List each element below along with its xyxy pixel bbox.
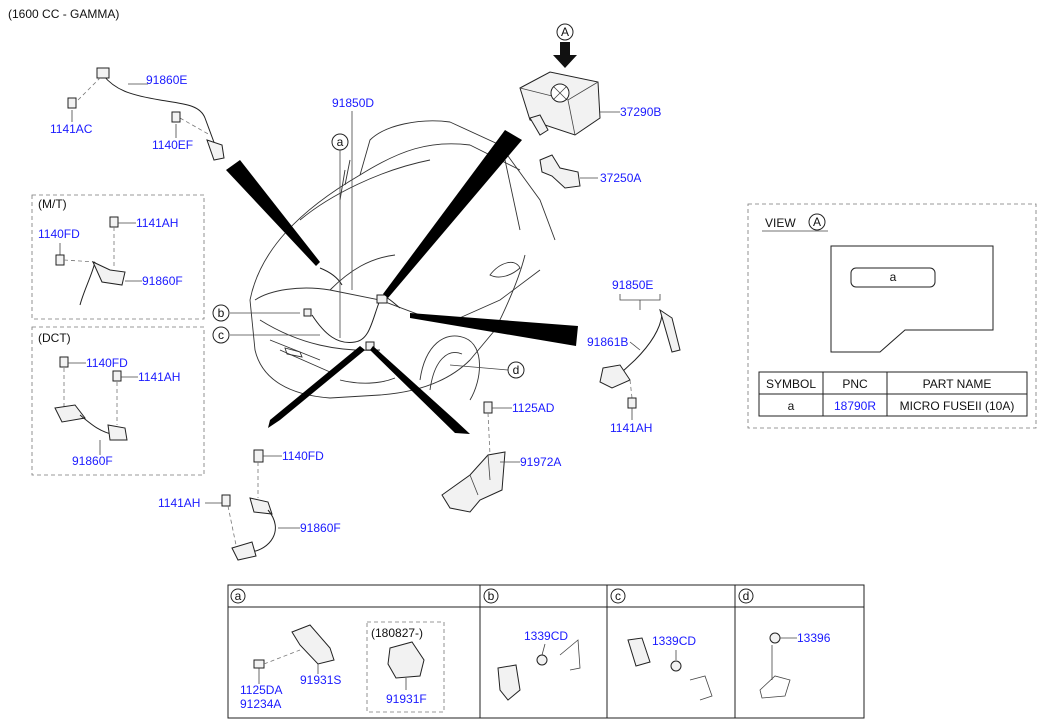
part-label-13396[interactable]: 13396 <box>797 631 831 645</box>
cable-91860E-group: 91860E 1141AC 1140EF <box>50 67 225 161</box>
part-label-91850D[interactable]: 91850D <box>332 96 374 110</box>
part-label-91860F-dct[interactable]: 91860F <box>72 454 113 468</box>
view-a-panel: VIEW A a SYMBOL PNC PART NAME a 18790R M… <box>747 203 1037 429</box>
part-label-1125DA[interactable]: 1125DA <box>240 683 282 697</box>
micro-fuse-label: a <box>890 270 897 284</box>
view-title-circle: A <box>813 215 821 229</box>
part-label-91860F-mt[interactable]: 91860F <box>142 274 183 288</box>
relay-37250A-group: 37250A <box>539 154 641 189</box>
part-label-1140EF[interactable]: 1140EF <box>152 138 193 152</box>
part-label-91972A[interactable]: 91972A <box>520 455 561 469</box>
part-label-1141AH-right[interactable]: 1141AH <box>610 421 652 435</box>
detail-header-c: c <box>615 589 621 603</box>
car-illustration <box>249 120 556 401</box>
engine-header: (1600 CC - GAMMA) <box>8 7 119 21</box>
table-cell-symbol: a <box>788 399 795 413</box>
part-label-1339CD-c[interactable]: 1339CD <box>652 634 696 648</box>
cable-91860F-group: 1140FD 1141AH 91860F <box>158 449 341 561</box>
part-label-91931F[interactable]: 91931F <box>386 692 427 706</box>
part-label-37290B[interactable]: 37290B <box>620 105 661 119</box>
part-label-91931S[interactable]: 91931S <box>300 673 341 687</box>
detail-header-d: d <box>743 589 750 603</box>
part-label-1141AH[interactable]: 1141AH <box>158 496 200 510</box>
table-header-pnc: PNC <box>842 377 868 391</box>
detail-a-date: (180827-) <box>371 626 423 640</box>
bracket-91972A-group: 1125AD 91972A <box>441 401 561 513</box>
part-label-1140FD-mt[interactable]: 1140FD <box>38 227 80 241</box>
part-label-91860E[interactable]: 91860E <box>146 73 187 87</box>
svg-text:b: b <box>218 306 225 320</box>
table-header-symbol: SYMBOL <box>766 377 816 391</box>
svg-text:a: a <box>337 135 344 149</box>
fuse-box-37290B-group: A 37290B <box>519 23 661 136</box>
detail-table: a b c d 1125DA 91234A 91931S (180827-) 9… <box>227 584 865 719</box>
cable-91850E-group: 91850E 91861B 1141AH <box>587 278 681 435</box>
svg-text:c: c <box>218 328 224 342</box>
view-title: VIEW <box>765 216 796 230</box>
mt-group: (M/T) 1141AH 1140FD 91860F <box>31 194 205 320</box>
table-cell-part-name: MICRO FUSEII (10A) <box>900 399 1015 413</box>
circle-callout-b: b <box>212 304 230 322</box>
circle-callout-d: d <box>507 361 525 379</box>
part-label-1141AH-mt[interactable]: 1141AH <box>136 216 178 230</box>
part-label-1140FD-dct[interactable]: 1140FD <box>86 356 128 370</box>
part-label-1125AD[interactable]: 1125AD <box>512 401 555 415</box>
part-label-91861B[interactable]: 91861B <box>587 335 628 349</box>
svg-text:d: d <box>513 363 520 377</box>
circle-callout-c: c <box>212 326 230 344</box>
table-header-part-name: PART NAME <box>923 377 992 391</box>
part-label-1141AH-dct[interactable]: 1141AH <box>138 370 180 384</box>
dct-group: (DCT) 1140FD 1141AH 91860F <box>31 326 205 476</box>
leader-wedges <box>226 130 578 434</box>
dct-title: (DCT) <box>38 331 71 345</box>
table-cell-pnc[interactable]: 18790R <box>834 399 876 413</box>
part-label-1339CD-b[interactable]: 1339CD <box>524 629 568 643</box>
part-label-91860F[interactable]: 91860F <box>300 521 341 535</box>
detail-header-b: b <box>488 589 495 603</box>
mt-title: (M/T) <box>38 197 67 211</box>
detail-header-a: a <box>235 589 242 603</box>
part-label-37250A[interactable]: 37250A <box>600 171 641 185</box>
part-label-91850E[interactable]: 91850E <box>612 278 653 292</box>
part-label-91234A[interactable]: 91234A <box>240 697 281 711</box>
circle-callout-a: a <box>331 133 349 151</box>
part-label-1140FD[interactable]: 1140FD <box>282 449 324 463</box>
part-label-1141AC[interactable]: 1141AC <box>50 122 93 136</box>
view-a-callout: A <box>561 25 569 39</box>
